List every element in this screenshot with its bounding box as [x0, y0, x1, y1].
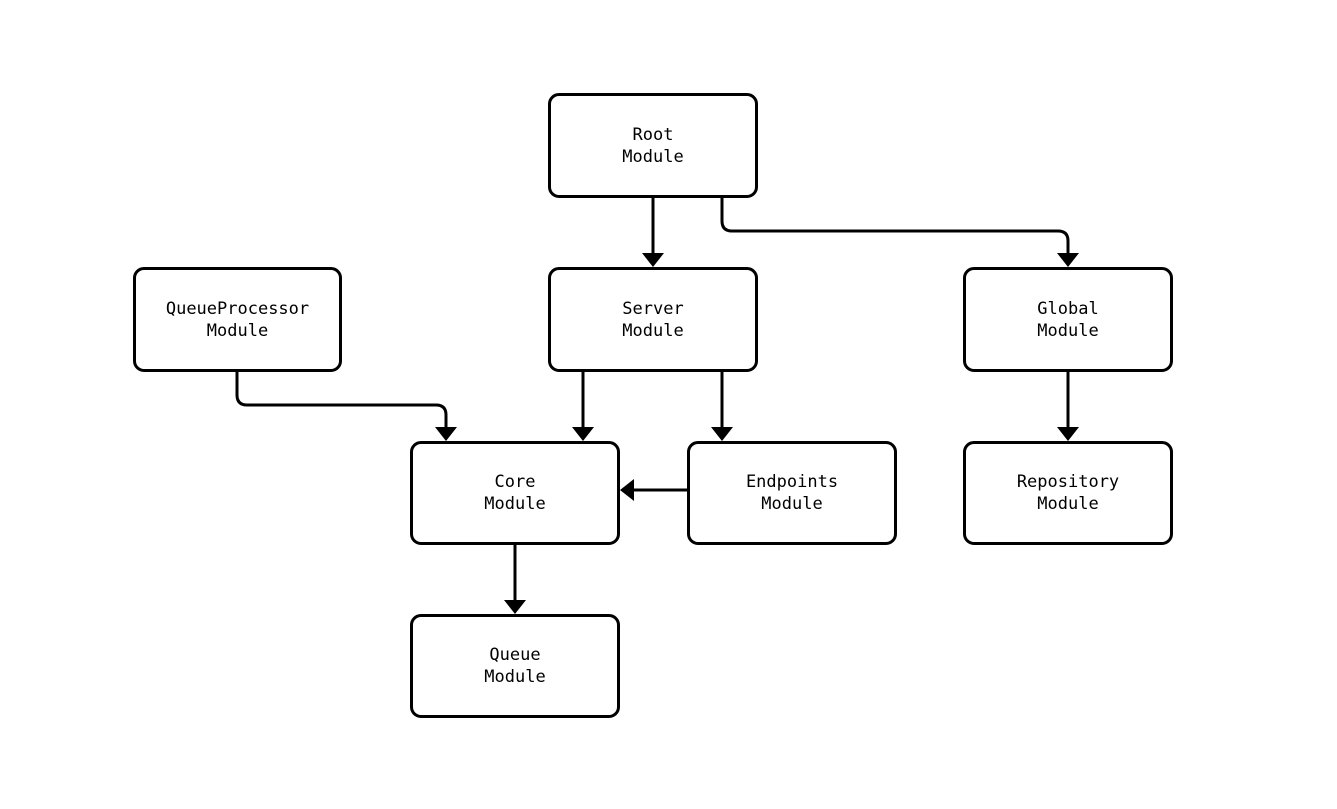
- edge-global-to-repository: [1057, 372, 1079, 441]
- edge-endpoints-to-core: [620, 479, 687, 501]
- node-core-module[interactable]: Core Module: [410, 441, 620, 545]
- node-label-line1: Core: [494, 472, 536, 492]
- node-label-line2: Module: [1037, 494, 1099, 514]
- arrowhead: [504, 600, 526, 614]
- node-server-module[interactable]: Server Module: [548, 267, 758, 372]
- node-label-line2: Module: [1037, 320, 1099, 341]
- node-label-line2: Module: [622, 146, 684, 167]
- node-label-line2: Module: [484, 667, 546, 687]
- arrowhead: [1057, 253, 1079, 267]
- node-label-line1: Endpoints: [745, 472, 839, 492]
- edge-root-to-global: [720, 198, 1079, 267]
- arrowhead: [711, 427, 733, 441]
- edge-server-to-core: [572, 372, 594, 441]
- node-global-module[interactable]: Global Module: [963, 267, 1173, 372]
- arrowhead: [435, 427, 457, 441]
- node-queue-module[interactable]: Queue Module: [410, 614, 620, 718]
- node-label-line1: Root: [632, 124, 674, 145]
- node-label-line1: Global: [1037, 298, 1099, 319]
- node-label-line1: Server: [622, 298, 684, 319]
- node-label-line2: Module: [206, 320, 269, 341]
- arrowhead: [620, 479, 634, 501]
- arrowhead: [642, 253, 664, 267]
- node-repository-module[interactable]: Repository Module: [963, 441, 1173, 545]
- node-label-line1: QueueProcessor: [165, 298, 310, 319]
- node-label-line1: Repository: [1016, 472, 1120, 492]
- arrowhead: [572, 427, 594, 441]
- node-label-line2: Module: [484, 494, 546, 514]
- node-label-line2: Module: [622, 320, 684, 341]
- node-endpoints-module[interactable]: Endpoints Module: [687, 441, 897, 545]
- arrowhead: [1057, 427, 1079, 441]
- node-label-line2: Module: [761, 494, 823, 514]
- node-queueprocessor-module[interactable]: QueueProcessor Module: [133, 267, 342, 372]
- node-label-line1: Queue: [489, 645, 541, 665]
- node-root-module[interactable]: Root Module: [548, 93, 758, 198]
- edge-root-to-server: [642, 198, 664, 267]
- edge-server-to-endpoints: [711, 372, 733, 441]
- edge-core-to-queue: [504, 545, 526, 614]
- edge-queueprocessor-to-core: [235, 372, 457, 441]
